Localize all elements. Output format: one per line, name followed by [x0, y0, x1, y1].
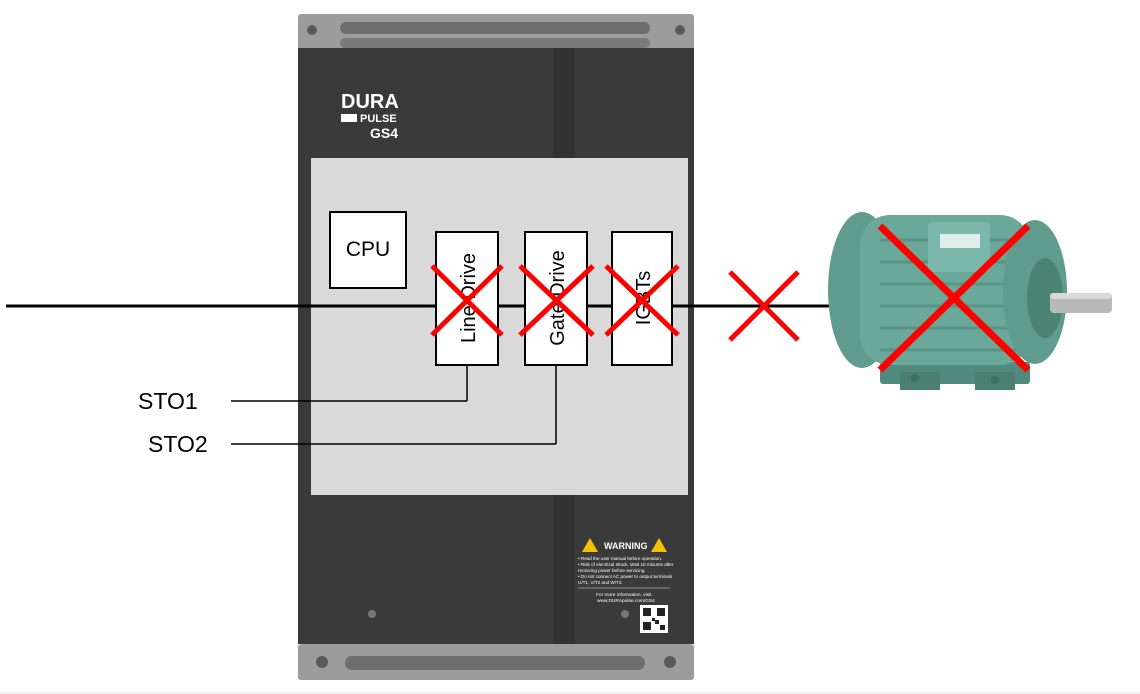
motor-bolt	[911, 374, 919, 382]
warning-label: WARNING • Read the user manual before op…	[578, 538, 674, 633]
top-slot	[340, 22, 650, 34]
top-slot-2	[340, 38, 650, 48]
bottom-slot	[345, 656, 645, 670]
brand-stripes	[341, 114, 357, 122]
warning-triangle-right-icon	[651, 538, 667, 552]
screw-left	[368, 610, 376, 618]
motor-nameplate	[940, 234, 980, 248]
warning-line: • Do not connect AC power to output term…	[578, 574, 673, 579]
warning-triangle-left-icon	[582, 538, 598, 552]
brand-model: GS4	[370, 125, 398, 141]
top-right-hole	[675, 25, 685, 35]
gate-drive-cross-icon	[518, 264, 595, 337]
motor-shaft-highlight	[1050, 293, 1112, 299]
sto1-label: STO1	[138, 388, 198, 414]
info-line1: For more information, visit	[596, 592, 652, 598]
warning-line: • Risk of electrical shock. Wait 10 minu…	[578, 562, 674, 567]
motor-bolt	[991, 376, 999, 384]
sto2-label: STO2	[148, 431, 208, 457]
qr-code-icon	[640, 605, 668, 633]
igbts-cross-icon	[604, 264, 680, 337]
brand-logo: DURA PULSE GS4	[341, 91, 399, 141]
warning-line: • Read the user manual before operation.	[578, 556, 662, 561]
motor-foot-left	[900, 372, 940, 390]
motor-front-hub	[1027, 258, 1063, 338]
top-left-hole	[307, 25, 317, 35]
disabled-marks	[430, 223, 1031, 373]
gate-drive-block: Gate Drive	[524, 231, 588, 366]
info-line2: www.DURApulse.com/GS4	[597, 598, 655, 604]
screw-right	[621, 610, 629, 618]
warning-line: U/T1, V/T2 and W/T3.	[578, 580, 623, 585]
brand-line1: DURA	[341, 91, 399, 113]
warning-title: WARNING	[604, 541, 648, 551]
brand-line2: PULSE	[360, 113, 397, 125]
bottom-left-hole	[316, 656, 328, 668]
cpu-block: CPU	[329, 211, 407, 289]
output-cross-icon	[728, 270, 800, 342]
motor-image	[828, 212, 1112, 390]
cpu-label: CPU	[346, 238, 390, 261]
warning-line: removing power before servicing.	[578, 568, 646, 573]
motor-cross-icon	[877, 223, 1031, 373]
line-drive-cross-icon	[430, 264, 504, 337]
bottom-right-hole	[664, 656, 676, 668]
